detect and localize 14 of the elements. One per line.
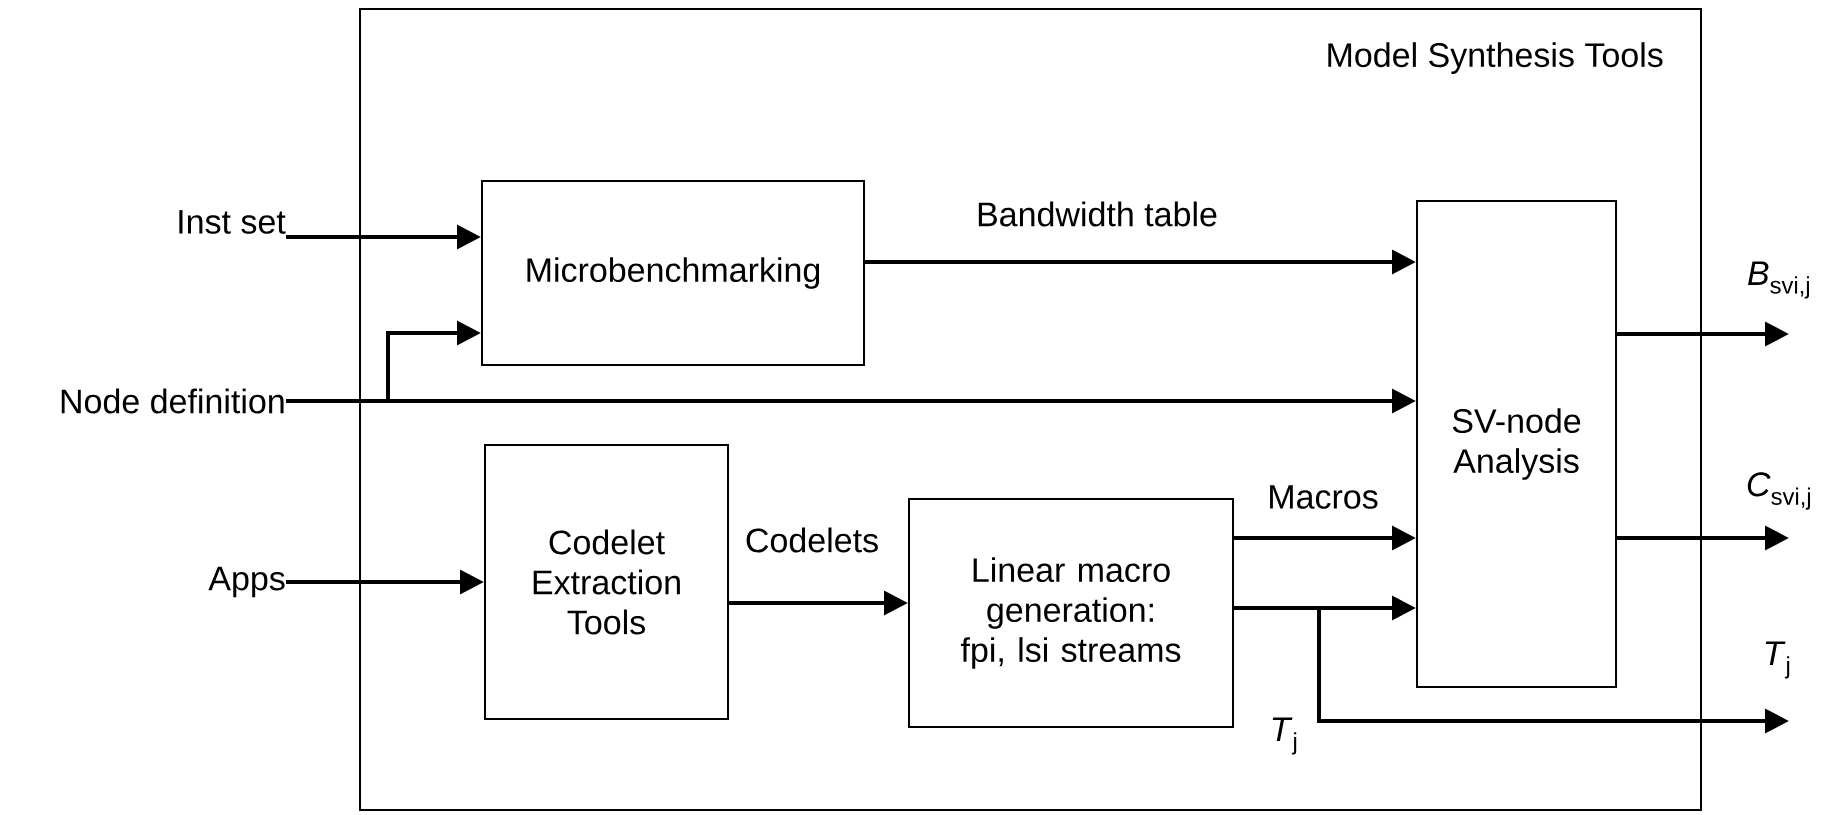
edge-label: B$_{svi,j}$ xyxy=(1744,259,1814,301)
input-label: Inst set xyxy=(179,210,286,234)
process-box: Linear macro generation: fpi, lsi streams xyxy=(908,498,1234,728)
signal-label: T$_{j}$ xyxy=(1267,715,1301,757)
input-label: Apps xyxy=(208,566,285,598)
edge-label: T$_{j}$ xyxy=(1760,639,1794,681)
edge-label: Macros xyxy=(1265,483,1381,511)
edge-label: Bandwidth table xyxy=(974,199,1220,229)
process-box: Codelet Extraction Tools xyxy=(484,444,729,720)
process-box: SV-node Analysis xyxy=(1416,200,1617,688)
input-label: Node definition xyxy=(61,388,284,414)
process-box: Microbenchmarking xyxy=(481,180,865,366)
edge-label: Codelets xyxy=(742,525,882,555)
edge-label: C$_{svi,j}$ xyxy=(1743,470,1815,512)
